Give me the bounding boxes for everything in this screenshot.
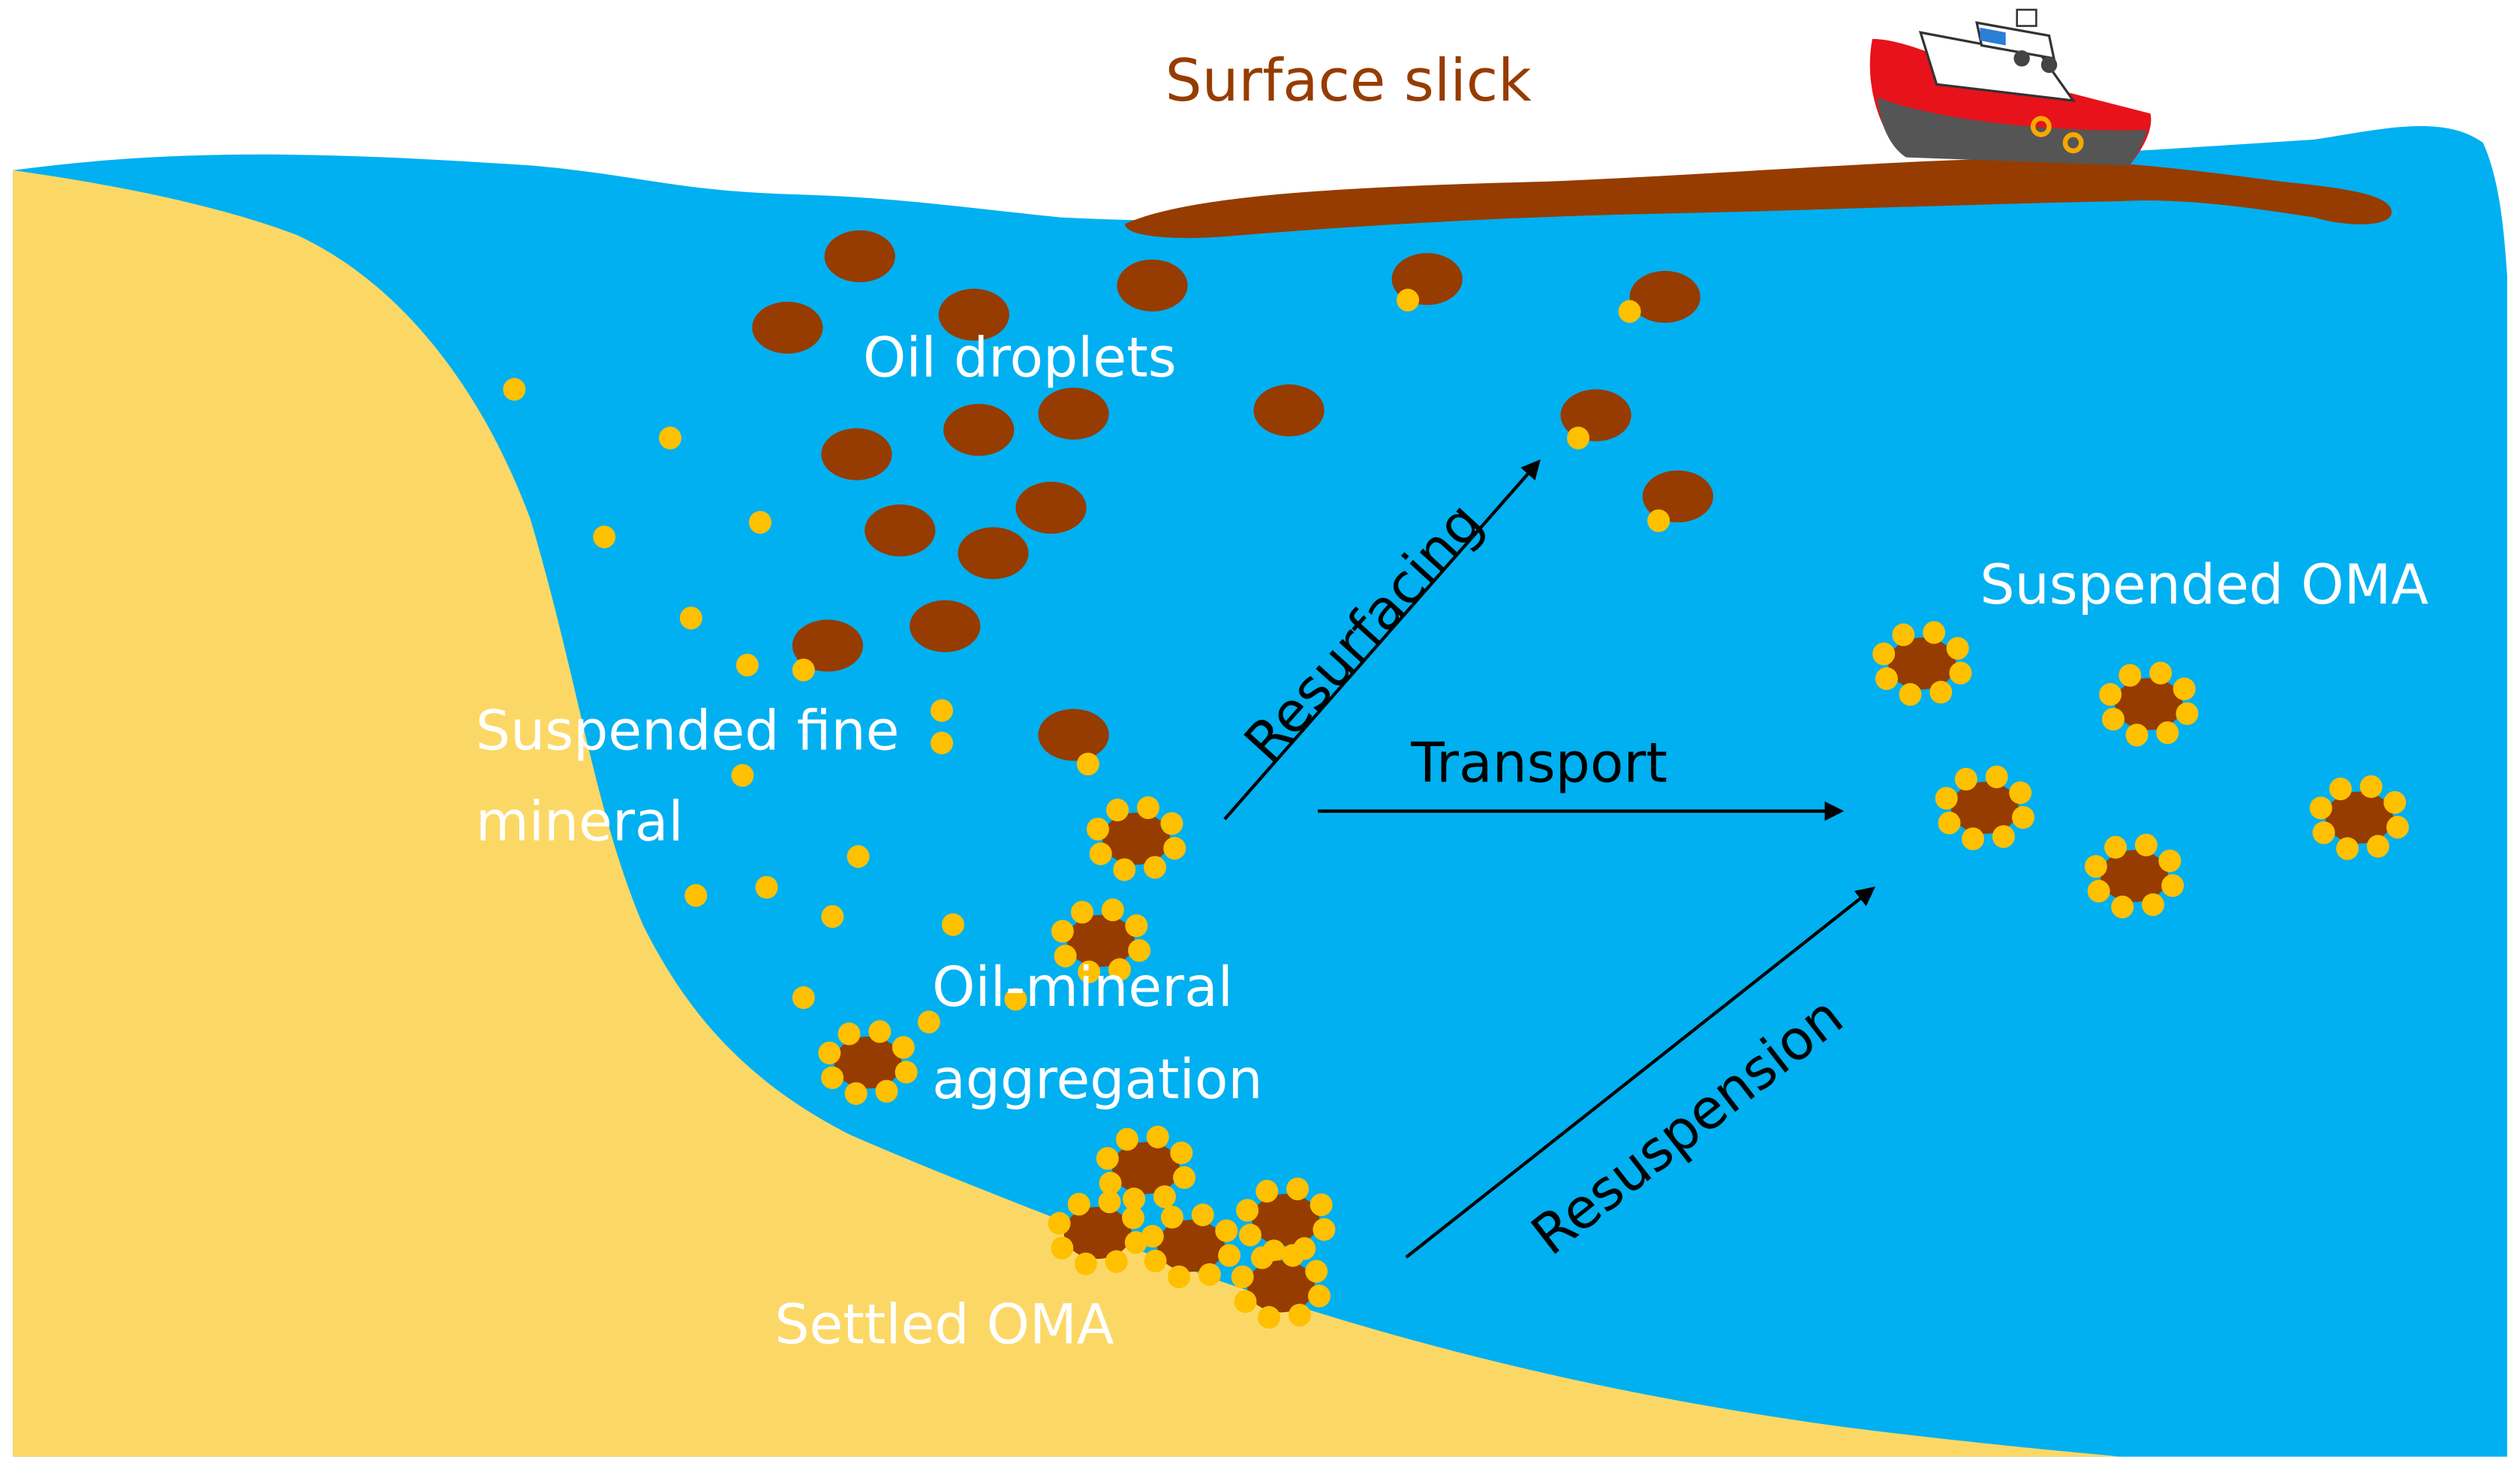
oil-mineral-aggregation-label-line2: aggregation [932, 1048, 1262, 1112]
resuspension-arrow [1405, 887, 1875, 1259]
oma-aggregate [1048, 1191, 1147, 1275]
ship-icon [1869, 8, 2154, 166]
seabed-sand [13, 170, 2122, 1457]
settled-oma-label: Settled OMA [774, 1293, 1114, 1356]
oma-aggregate [2084, 833, 2185, 919]
oma-aggregate [2099, 661, 2199, 747]
suspended-oma-label: Suspended OMA [1980, 553, 2428, 617]
resurfacing-arrow [1223, 459, 1541, 820]
mineral-particle [1004, 988, 1027, 1011]
oil-droplet [1642, 470, 1713, 522]
oma-aggregate [1236, 1177, 1336, 1263]
mineral-particle [930, 699, 953, 722]
mineral-particle [755, 876, 778, 899]
oil-droplet [752, 301, 823, 354]
mineral-particle [735, 653, 759, 677]
mineral-particle [1567, 426, 1590, 450]
oma-aggregate [1086, 796, 1186, 881]
mineral-particle [1076, 752, 1099, 776]
oma-aggregate [1872, 621, 1972, 706]
mineral-particle [731, 763, 754, 787]
mineral-particle [593, 525, 616, 549]
oma-aggregate [1141, 1203, 1241, 1289]
mineral-particle [503, 378, 526, 401]
mineral-particle [792, 986, 815, 1010]
oil-mineral-aggregation-label-line1: Oil-mineral [932, 956, 1233, 1019]
oil-droplet [821, 428, 892, 480]
mineral-particle [930, 731, 953, 754]
oma-aggregate [1096, 1125, 1196, 1211]
oil-droplet [1038, 387, 1109, 440]
oil-droplet [1015, 481, 1087, 534]
oma-aggregate [1935, 765, 2034, 850]
mineral-particle [748, 510, 771, 534]
suspended-fine-mineral-label-line2: mineral [476, 790, 684, 853]
mineral-particle [684, 884, 708, 908]
oma-aggregates-group [818, 621, 2409, 1329]
oil-droplet [1629, 270, 1701, 324]
oil-droplets-label: Oil droplets [863, 326, 1177, 390]
mineral-particle [792, 658, 815, 682]
mineral-particle [679, 607, 702, 630]
oil-droplet [1117, 259, 1188, 312]
oil-droplets-group [752, 230, 1713, 761]
mineral-particle [1618, 300, 1641, 324]
oil-droplet [1253, 384, 1325, 437]
mineral-particle [821, 905, 844, 929]
oma-aggregate [1231, 1244, 1331, 1329]
oil-droplet [824, 230, 895, 283]
mineral-particle [1397, 288, 1420, 312]
transport-label: Transport [1410, 731, 1667, 795]
oil-droplet [958, 527, 1029, 579]
mineral-particle [917, 1010, 940, 1034]
oma-aggregate [2309, 775, 2409, 860]
oil-droplet [1038, 709, 1109, 761]
mineral-particle [847, 844, 870, 868]
mineral-particle [941, 913, 964, 936]
oil-droplet [943, 404, 1015, 456]
surface-slick-label: Surface slick [1165, 47, 1532, 115]
oma-aggregate [1051, 899, 1151, 983]
fine-minerals-group [503, 288, 1670, 1034]
surface-slick [1125, 158, 2392, 239]
oil-droplet [792, 619, 864, 672]
oil-droplet [910, 600, 981, 652]
mineral-particle [1647, 509, 1670, 532]
oil-droplet [865, 504, 936, 557]
suspended-fine-mineral-label-line1: Suspended fine [476, 699, 899, 763]
oma-aggregate [818, 1020, 918, 1105]
oil-droplet [938, 288, 1009, 341]
mineral-particle [659, 426, 682, 450]
